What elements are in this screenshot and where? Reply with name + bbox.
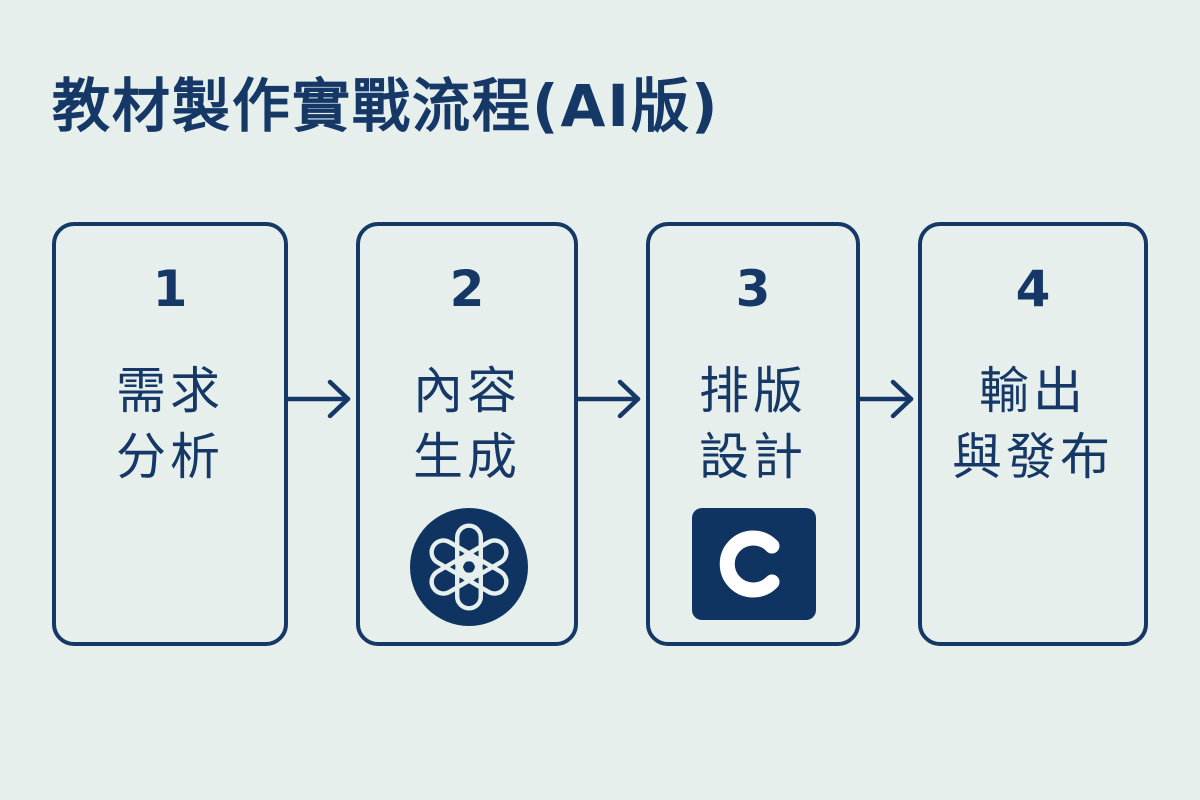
step-card-3: 3 排版 設計 — [646, 222, 860, 646]
step-number: 1 — [152, 260, 188, 318]
step-number: 4 — [1015, 260, 1051, 318]
page-title: 教材製作實戰流程(AI版) — [52, 72, 720, 140]
arrow-right-icon — [578, 379, 641, 419]
arrow-right-icon — [860, 379, 914, 419]
step-card-2: 2 內容 生成 — [356, 222, 578, 646]
arrow-right-icon — [288, 379, 351, 419]
step-card-1: 1 需求 分析 — [52, 222, 288, 646]
step-label: 排版 設計 — [699, 362, 807, 486]
step-number: 2 — [449, 260, 485, 318]
step-label: 需求 分析 — [116, 362, 224, 486]
step-number: 3 — [735, 260, 771, 318]
openai-logo-icon — [410, 508, 528, 626]
step-card-4: 4 輸出 與發布 — [918, 222, 1148, 646]
step-label: 內容 生成 — [413, 362, 521, 486]
step-label: 輸出 與發布 — [952, 362, 1114, 486]
canva-logo-icon — [692, 508, 816, 620]
